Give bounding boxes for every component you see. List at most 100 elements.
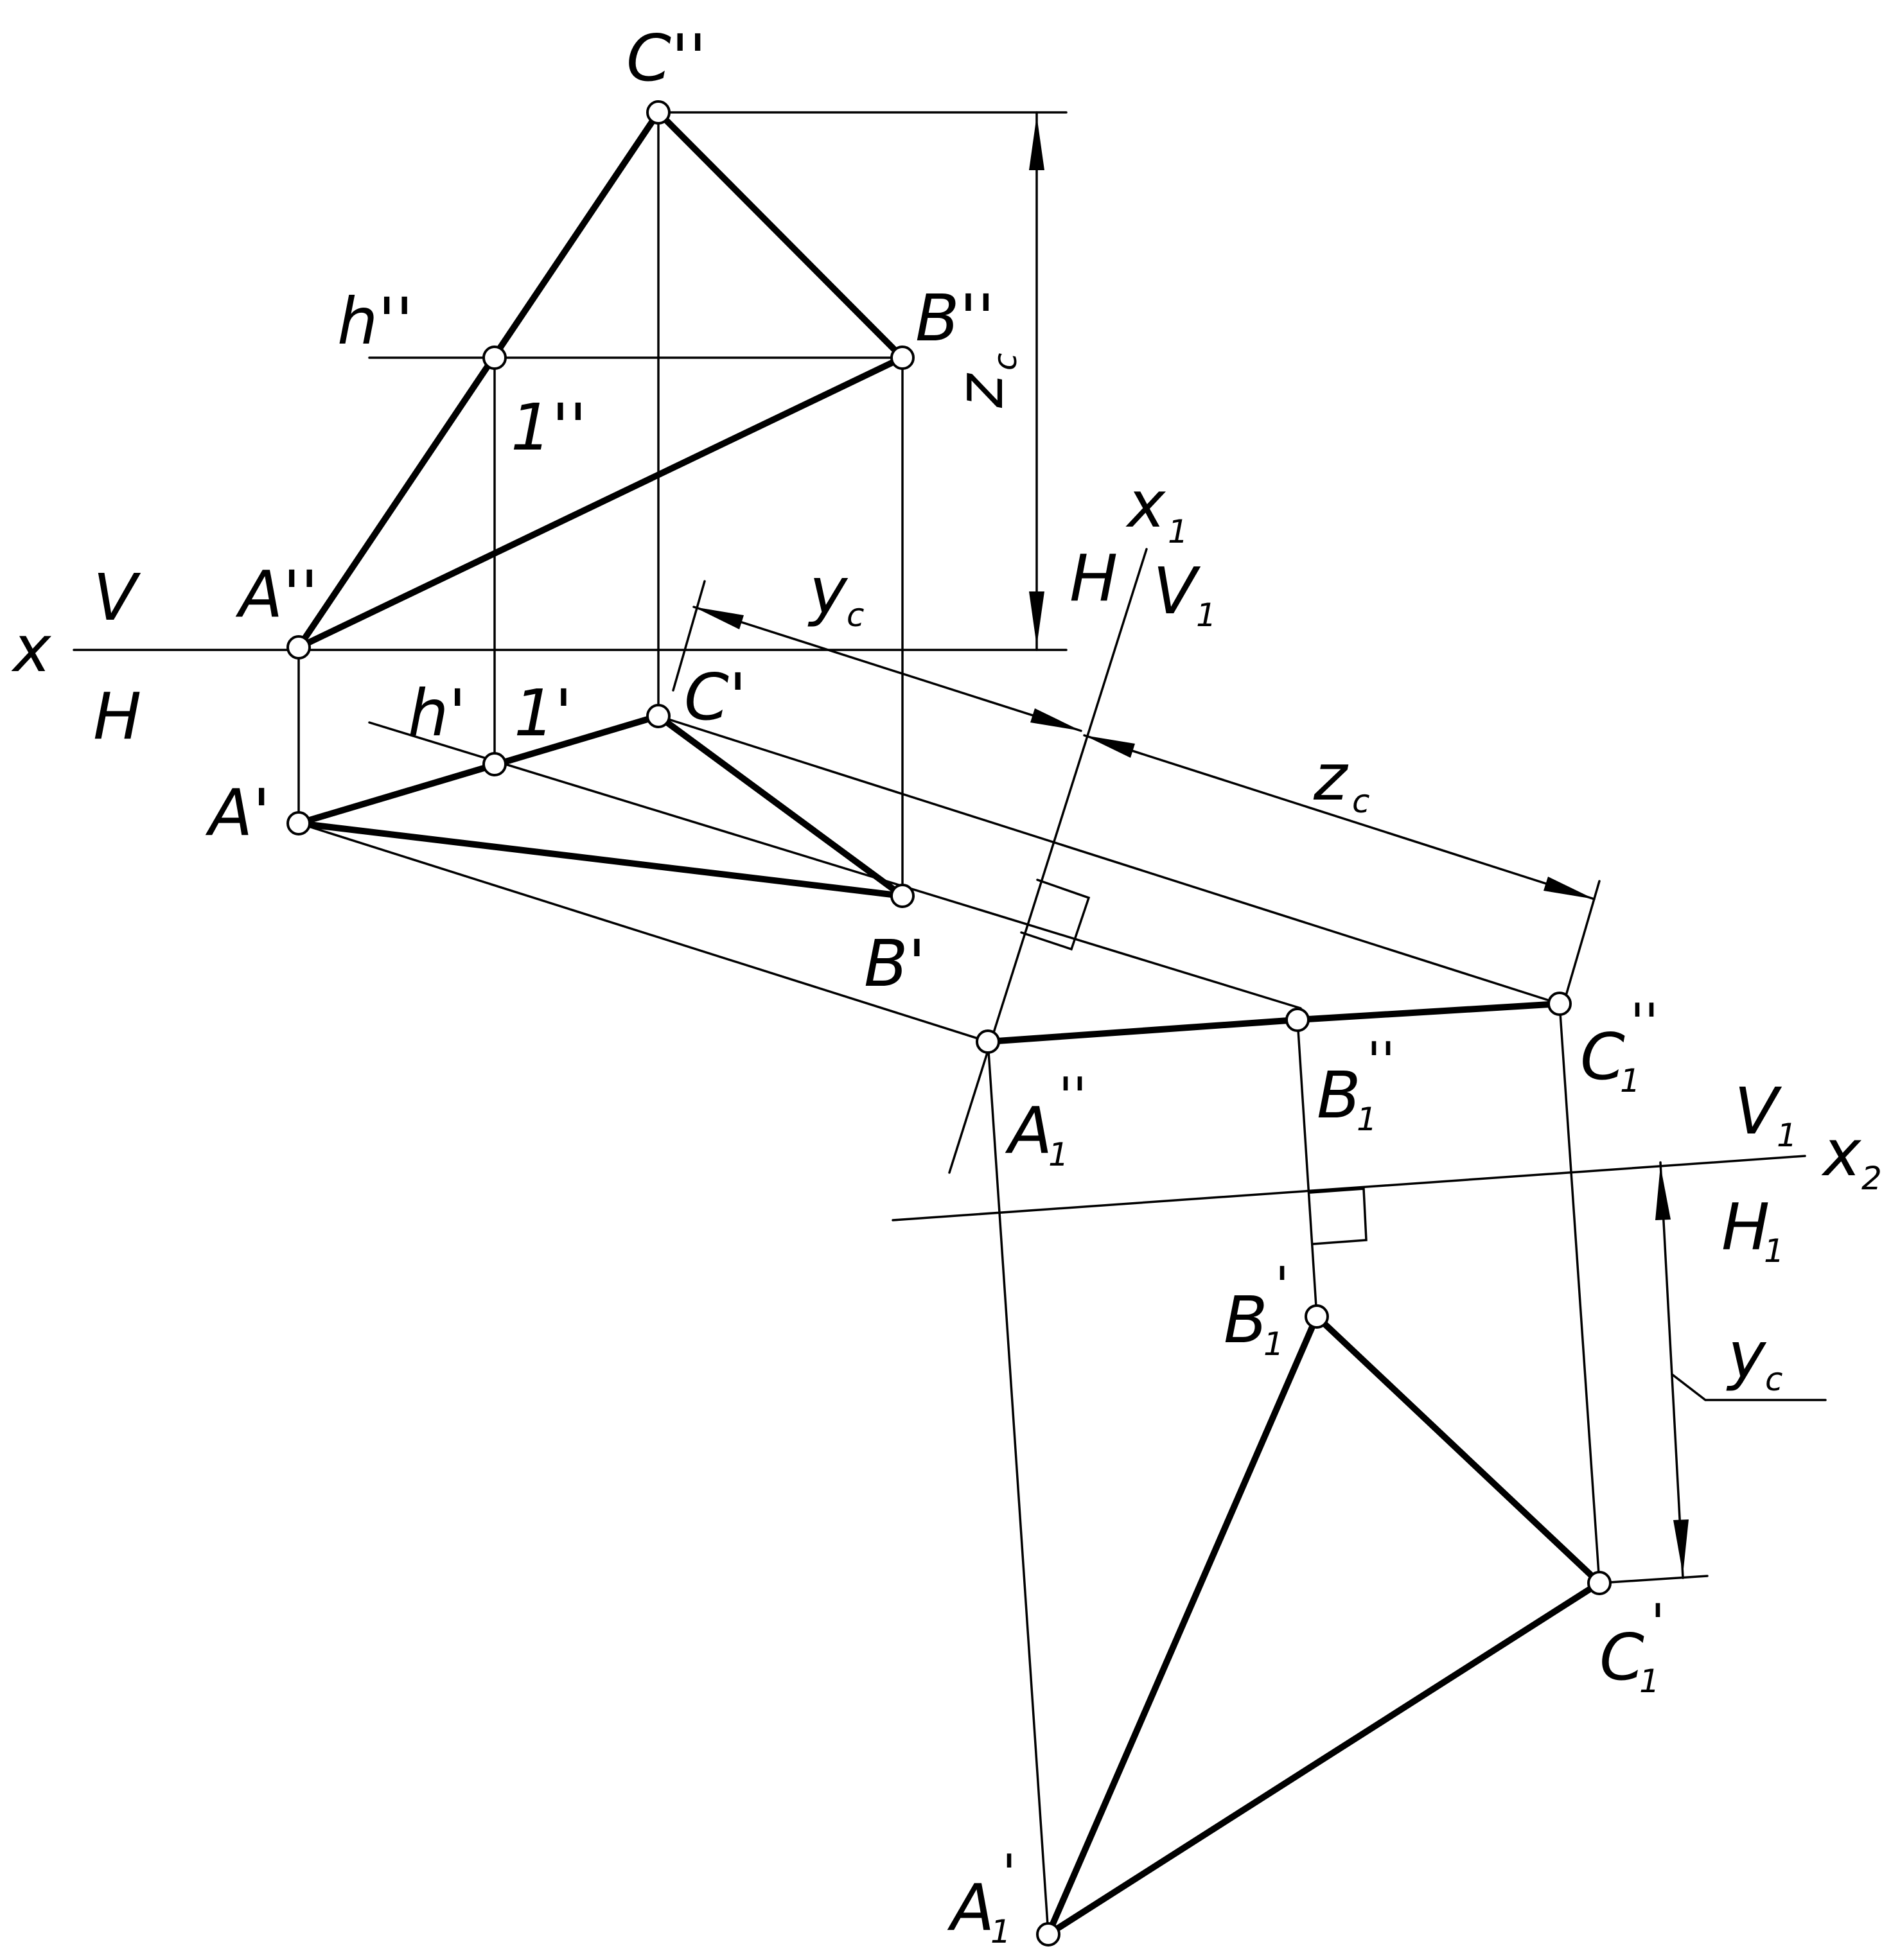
link-a-new xyxy=(297,822,989,1043)
label-a1-horizontal-sub: 1 xyxy=(990,1913,1011,1950)
dim-zc-inclined-sub: c xyxy=(1352,783,1370,820)
arrow-yc-right-down xyxy=(1673,1519,1689,1575)
arrow-zc-inclined-start xyxy=(1084,735,1135,758)
point-a1-horizontal xyxy=(1036,1922,1060,1947)
axis-h-x1-label: H xyxy=(1069,541,1118,616)
dim-yc-top-sub: c xyxy=(847,597,865,634)
zc-extension-line xyxy=(1565,880,1601,997)
triangle-frontal xyxy=(295,109,906,651)
label-b1-frontal-mark: '' xyxy=(1367,1031,1395,1091)
label-c-horizontal: C' xyxy=(684,660,746,735)
label-b1-horizontal-sub: 1 xyxy=(1263,1326,1284,1363)
point-b1-frontal xyxy=(1285,1008,1310,1032)
horizontal-h-horizontal-line xyxy=(368,721,1302,1010)
label-a1-frontal-sub: 1 xyxy=(1048,1136,1069,1173)
arrow-zc-down xyxy=(1029,591,1044,646)
link-b1 xyxy=(1296,1019,1318,1318)
c1-horizontal-extension-line xyxy=(1598,1575,1709,1584)
zc-inclined-dimension-line xyxy=(1083,734,1596,900)
label-c1-frontal: C xyxy=(1580,1019,1625,1094)
triangle-edges xyxy=(295,109,1603,1938)
label-c1-frontal-mark: '' xyxy=(1630,993,1658,1053)
point-c1-horizontal xyxy=(1587,1571,1612,1595)
axis-v1-sub: 1 xyxy=(1196,597,1217,634)
label-h-frontal: h'' xyxy=(337,284,413,359)
point-a1-frontal xyxy=(976,1029,1000,1054)
label-a1-horizontal-mark: ' xyxy=(1002,1844,1016,1903)
label-c1-horizontal-mark: ' xyxy=(1651,1593,1665,1653)
axis-x2-line xyxy=(892,1155,1806,1221)
axis-v1-b-label: V xyxy=(1734,1074,1782,1149)
point-b-horizontal xyxy=(890,884,915,908)
label-a-horizontal: A' xyxy=(205,775,270,850)
triangle-horizontal xyxy=(295,713,906,899)
yc-leader-line xyxy=(1671,1373,1827,1401)
label-h-horizontal: h' xyxy=(408,676,466,751)
dim-zc-inclined-label: z xyxy=(1313,740,1349,815)
point-markers xyxy=(286,100,1612,1947)
labels: x V H C'' h'' B'' 1'' A'' h' 1' C' A' B'… xyxy=(11,21,1882,1950)
point-a-horizontal xyxy=(286,811,311,836)
point-1-horizontal xyxy=(482,752,507,776)
arrow-zc-inclined-end xyxy=(1544,877,1594,899)
axis-x1-line xyxy=(948,548,1148,1174)
label-b1-frontal-sub: 1 xyxy=(1357,1101,1377,1138)
axis-x-label: x xyxy=(11,611,52,687)
svg-text:c: c xyxy=(987,353,1024,371)
label-b-horizontal: B' xyxy=(864,926,926,1001)
label-1-frontal: 1'' xyxy=(511,390,587,465)
axis-h-label: H xyxy=(93,679,141,754)
arrow-zc-up xyxy=(1029,116,1044,170)
dimension-arrows xyxy=(694,116,1689,1575)
label-b1-frontal: B xyxy=(1317,1058,1361,1133)
axis-h1-label: H xyxy=(1721,1189,1770,1264)
triangle-true-size xyxy=(1045,1313,1603,1938)
right-angle-mark-2 xyxy=(1309,1187,1368,1245)
dim-yc-right-sub: c xyxy=(1765,1361,1783,1398)
point-1-frontal xyxy=(482,346,507,370)
axis-h1-sub: 1 xyxy=(1764,1232,1784,1270)
label-c1-frontal-sub: 1 xyxy=(1620,1062,1641,1099)
axis-x2-sub: 2 xyxy=(1861,1160,1882,1197)
yc-right-dimension-line xyxy=(1659,1161,1684,1579)
label-c1-horizontal-sub: 1 xyxy=(1639,1663,1660,1700)
link-c1 xyxy=(1558,1002,1601,1584)
point-a-frontal xyxy=(286,635,311,660)
link-a1 xyxy=(987,1040,1050,1936)
point-b1-horizontal xyxy=(1305,1304,1329,1329)
label-b-frontal: B'' xyxy=(915,281,995,356)
label-a1-frontal-mark: '' xyxy=(1059,1067,1087,1126)
arrow-yc-right-up xyxy=(1655,1166,1671,1220)
point-c1-frontal xyxy=(1547,992,1572,1016)
dim-zc-vertical: z c xyxy=(942,353,1024,409)
axis-v1-b-sub: 1 xyxy=(1777,1117,1797,1154)
svg-text:z: z xyxy=(942,372,1017,408)
point-b-frontal xyxy=(890,346,915,370)
label-c1-horizontal: C xyxy=(1599,1620,1644,1695)
yc-extension-line xyxy=(672,580,706,692)
axis-x1-sub: 1 xyxy=(1168,513,1188,550)
axis-v1-label: V xyxy=(1153,554,1201,629)
point-c-horizontal xyxy=(646,704,671,728)
yc-dimension-line xyxy=(692,606,1082,732)
axis-x2-label: x xyxy=(1821,1116,1862,1191)
label-a1-frontal: A xyxy=(1005,1093,1052,1168)
point-c-frontal xyxy=(646,100,671,125)
label-b1-horizontal: B xyxy=(1224,1282,1268,1358)
label-a1-horizontal: A xyxy=(947,1870,994,1945)
dim-yc-right-label: y xyxy=(1726,1318,1767,1393)
triangle-edge-view xyxy=(985,1001,1563,1045)
right-angle-mark-1 xyxy=(1020,879,1091,951)
label-a-frontal: A'' xyxy=(235,557,318,632)
construction-lines xyxy=(73,111,1827,1936)
label-b1-horizontal-mark: ' xyxy=(1275,1256,1289,1316)
label-c-frontal: C'' xyxy=(626,21,707,96)
label-1-horizontal: 1' xyxy=(514,676,572,751)
arrow-yc-end xyxy=(1030,708,1081,731)
link-c-new xyxy=(657,715,1561,1005)
dim-yc-top-label: y xyxy=(807,554,849,629)
axis-v-label: V xyxy=(93,560,141,635)
arrow-yc-start xyxy=(694,607,744,629)
axis-x1-label: x xyxy=(1125,467,1166,542)
